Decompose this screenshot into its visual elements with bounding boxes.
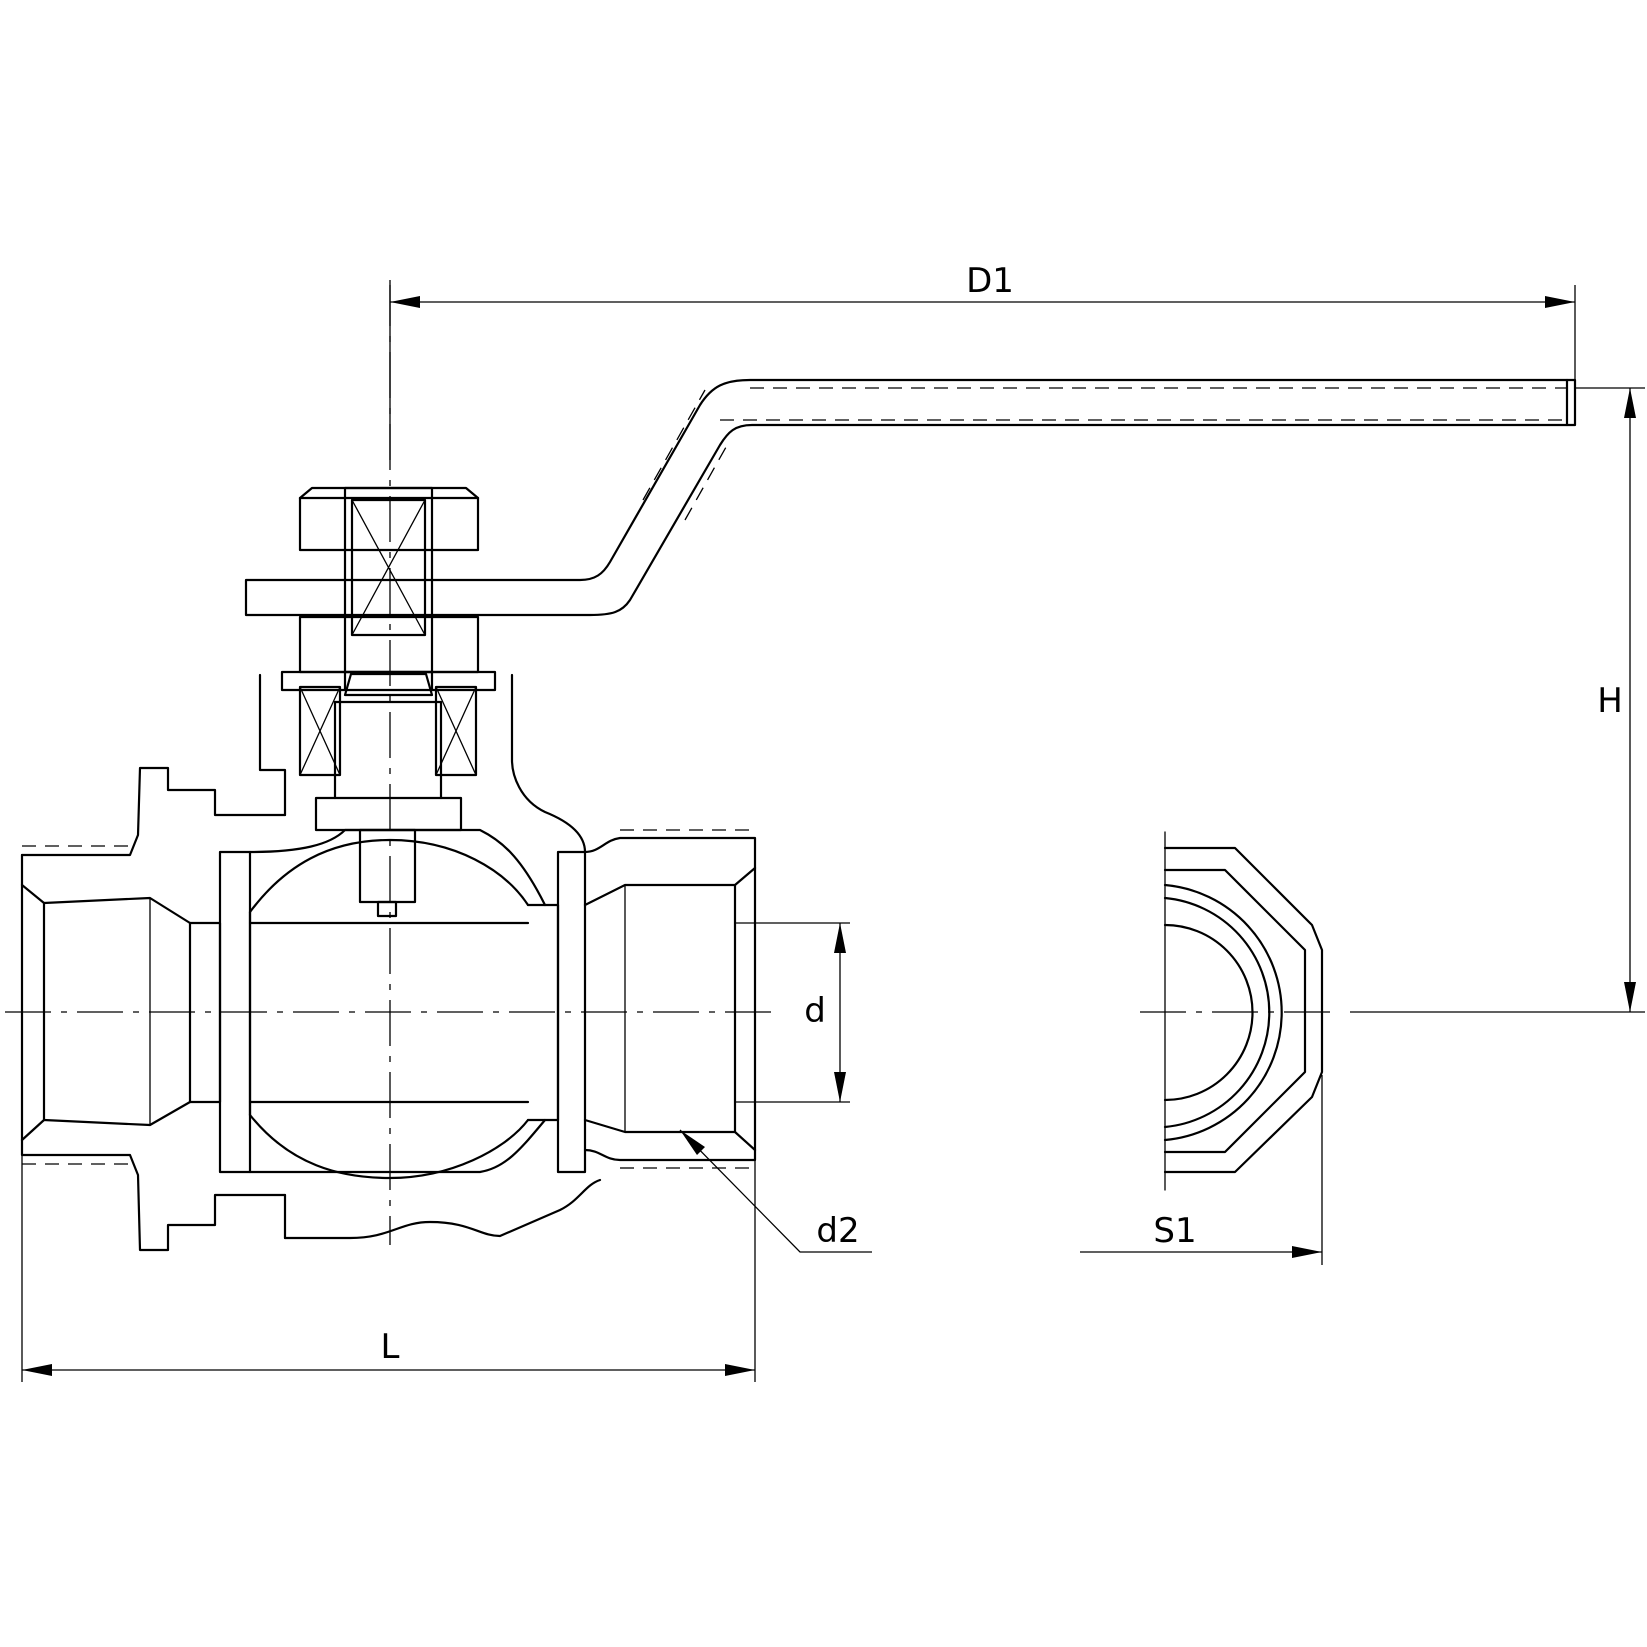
valve-ball (248, 838, 530, 1180)
dimension-d2: d2 (679, 1129, 872, 1253)
label-d: d (804, 991, 826, 1031)
label-l: L (381, 1327, 400, 1367)
label-s1: S1 (1153, 1211, 1196, 1251)
valve-stem (280, 670, 497, 918)
handle-nut (298, 486, 480, 692)
lever-handle (244, 378, 1577, 617)
dimension-s1: S1 (1080, 1075, 1323, 1265)
dimension-h: H (1575, 387, 1645, 1012)
label-h: H (1597, 681, 1623, 721)
label-d2: d2 (816, 1211, 859, 1251)
valve-body (20, 673, 757, 1252)
dimension-d: d (735, 922, 850, 1103)
dimension-d1: D1 (389, 261, 1576, 460)
dimension-l: L (21, 1155, 756, 1382)
label-d1: D1 (966, 261, 1014, 301)
end-view (1163, 831, 1324, 1191)
